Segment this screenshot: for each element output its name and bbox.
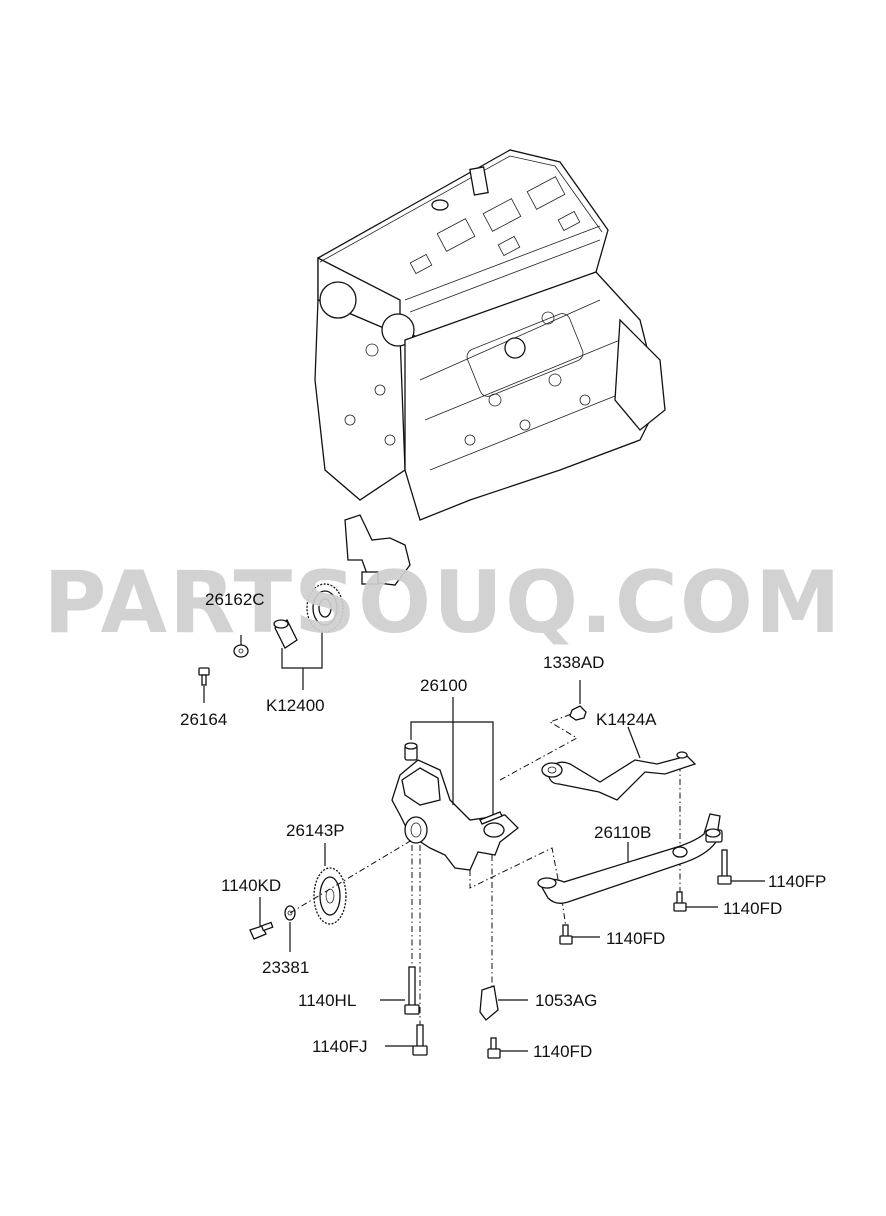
label-1140FD-c[interactable]: 1140FD	[533, 1042, 593, 1061]
bolt-1140FD-b	[559, 924, 573, 945]
label-26162C[interactable]: 26162C	[205, 590, 265, 609]
label-26143P[interactable]: 26143P	[286, 821, 345, 840]
label-1140HL[interactable]: 1140HL	[298, 991, 357, 1010]
label-1140FP[interactable]: 1140FP	[768, 872, 827, 891]
label-26164[interactable]: 26164	[180, 710, 228, 729]
label-1053AG[interactable]: 1053AG	[535, 991, 598, 1010]
watermark: PARTSOUQ.COM	[43, 553, 843, 653]
label-K1424A[interactable]: K1424A	[596, 710, 657, 729]
pump-gear	[313, 867, 347, 925]
bolt-1140FD-c	[487, 1037, 501, 1059]
bolt-26164	[198, 667, 210, 686]
bracket-1053AG	[479, 985, 499, 1021]
oil-pump	[391, 742, 519, 871]
label-1140KD[interactable]: 1140KD	[221, 876, 282, 895]
engine-block	[314, 149, 666, 586]
bolt-1140HL	[404, 966, 420, 1015]
label-1140FD-a[interactable]: 1140FD	[723, 899, 783, 918]
bolt-1140KD	[249, 921, 274, 940]
label-23381[interactable]: 23381	[262, 958, 310, 977]
spacer-sleeve	[273, 619, 298, 649]
label-K12400[interactable]: K12400	[266, 696, 325, 715]
label-1140FD-b[interactable]: 1140FD	[606, 929, 666, 948]
label-1140FJ[interactable]: 1140FJ	[312, 1037, 368, 1056]
label-26110B[interactable]: 26110B	[594, 823, 652, 842]
pipe-K1424A	[541, 751, 697, 801]
crank-gear	[306, 583, 344, 633]
bolt-1140FP	[717, 849, 732, 885]
label-26100[interactable]: 26100	[420, 676, 468, 695]
pipe-26110B	[537, 813, 723, 904]
label-1338AD[interactable]: 1338AD	[543, 653, 605, 672]
bolt-1140FJ	[412, 1024, 428, 1056]
bolt-1140FD-a	[673, 891, 687, 912]
nut-1338AD	[569, 705, 587, 721]
